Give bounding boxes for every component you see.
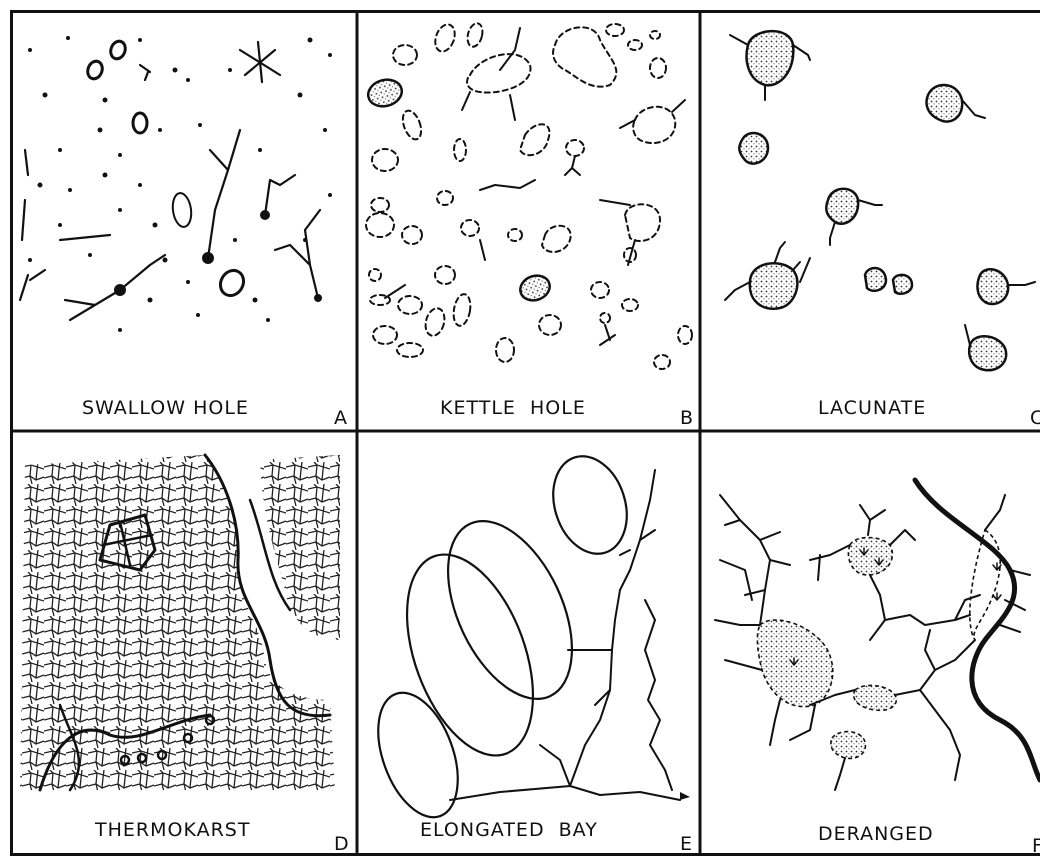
panel-d-name: THERMOKARST xyxy=(94,819,250,841)
panel-c-name: LACUNATE xyxy=(818,397,926,419)
panel-c-lacunate-sketch: LACUNATE C xyxy=(725,31,1040,429)
panel-f-letter: F xyxy=(1032,835,1040,856)
panel-c-letter: C xyxy=(1030,407,1040,429)
panel-d-letter: D xyxy=(334,833,349,855)
panel-b-letter: B xyxy=(680,407,693,429)
panel-d-thermokarst-sketch: THERMOKARST D xyxy=(20,455,349,855)
panel-b-kettle-hole-sketch: KETTLE HOLE B xyxy=(365,22,693,429)
panel-e-name: ELONGATED BAY xyxy=(420,819,598,841)
panel-a-letter: A xyxy=(334,407,347,429)
panel-e-elongated-bay-sketch: ELONGATED BAY E xyxy=(363,447,692,855)
panel-b-name: KETTLE HOLE xyxy=(440,397,586,419)
panel-f-deranged-sketch: DERANGED F xyxy=(715,480,1040,856)
panel-e-letter: E xyxy=(680,833,692,855)
panel-f-name: DERANGED xyxy=(818,823,934,845)
panel-a-swallow-hole-sketch: SWALLOW HOLE A xyxy=(20,36,347,429)
panel-a-name: SWALLOW HOLE xyxy=(82,397,249,419)
